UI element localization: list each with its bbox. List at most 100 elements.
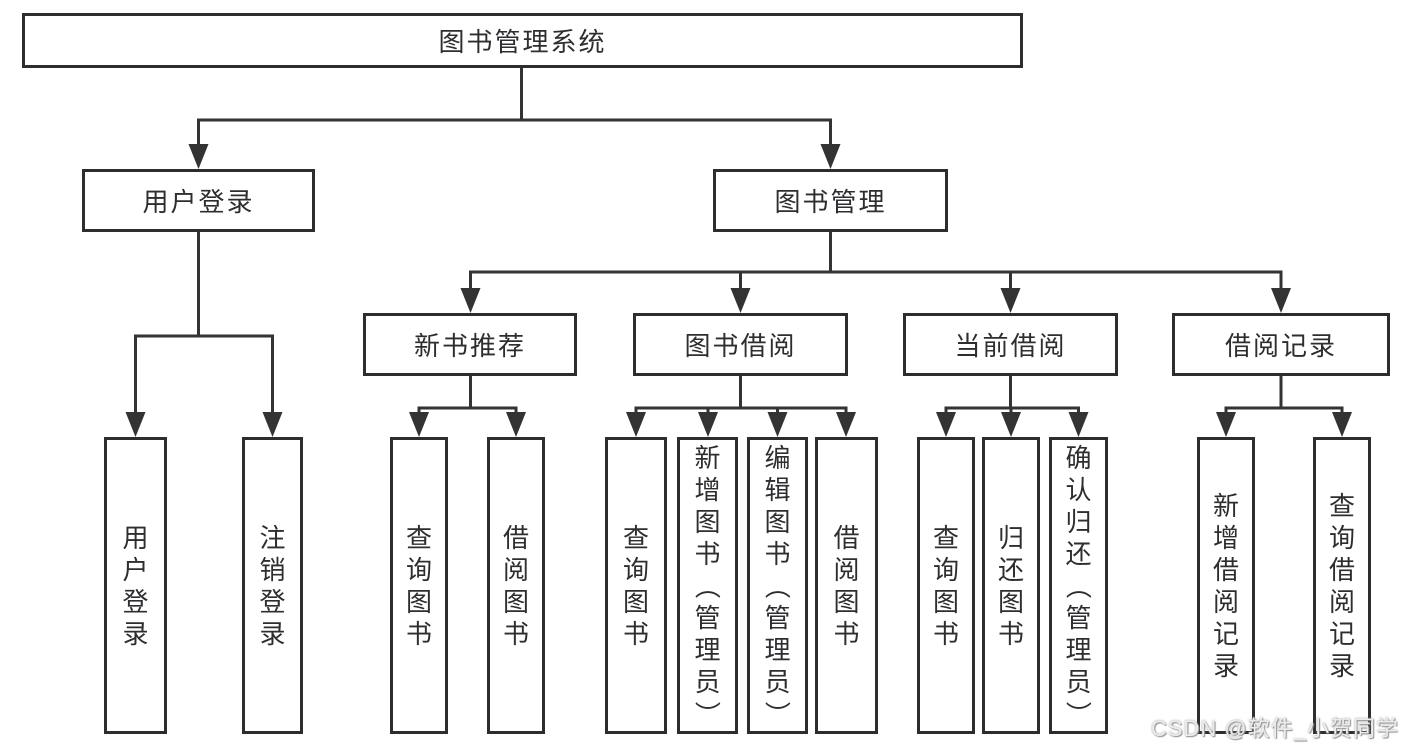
- node-borrowing-records-label: 借阅记录: [1224, 331, 1337, 361]
- leaf-add-books-admin: 新增图书（管理员）: [677, 437, 738, 734]
- leaf-label-char: （: [1063, 572, 1094, 599]
- leaf-label-char: 编: [764, 442, 791, 473]
- connector-arrowheads: [125, 144, 1352, 437]
- csdn-watermark: CSDN @软件_小贺同学: [1150, 716, 1399, 741]
- leaf-label-char: 还: [997, 554, 1024, 585]
- leaf-label-char: 借: [1328, 554, 1355, 585]
- leaf-query-books-current-label: 查询图书: [933, 522, 959, 650]
- leaf-label-char: 阅: [833, 554, 860, 585]
- leaf-label-char: 询: [1328, 522, 1355, 553]
- leaf-user-login-label: 用户登录: [122, 522, 148, 650]
- leaf-label-char: 书: [694, 538, 721, 569]
- leaf-label-char: 录: [1328, 650, 1355, 681]
- leaf-query-borrow-record: 查询借阅记录: [1313, 437, 1371, 734]
- leaf-logout: 注销登录: [242, 437, 303, 734]
- leaf-logout-label: 注销登录: [259, 522, 285, 650]
- node-book-borrowing: 图书借阅: [633, 313, 848, 376]
- leaf-return-books-label: 归还图书: [998, 522, 1024, 650]
- leaf-label-char: 书: [764, 538, 791, 569]
- leaf-label-char: 员: [1065, 666, 1092, 697]
- leaf-query-books-borrowing: 查询图书: [605, 437, 667, 734]
- leaf-return-books: 归还图书: [982, 437, 1040, 734]
- leaf-label-char: 阅: [502, 554, 529, 585]
- node-current-borrowing-label: 当前借阅: [954, 331, 1067, 361]
- leaf-label-char: 认: [1065, 474, 1092, 505]
- leaf-label-char: ）: [762, 700, 793, 727]
- leaf-label-char: 用: [122, 522, 149, 553]
- node-root-system: 图书管理系统: [22, 13, 1023, 68]
- leaf-label-char: 辑: [764, 474, 791, 505]
- leaf-label-char: 管: [694, 602, 721, 633]
- leaf-query-borrow-record-label: 查询借阅记录: [1329, 490, 1355, 682]
- leaf-edit-books-admin-label: 编辑图书（管理员）: [762, 442, 793, 730]
- leaf-borrow-books-borrowing-label: 借阅图书: [833, 522, 859, 650]
- leaf-query-books-recommend-label: 查询图书: [406, 522, 432, 650]
- leaf-label-char: 理: [694, 634, 721, 665]
- leaf-label-char: 借: [1212, 554, 1239, 585]
- leaf-label-char: 理: [1065, 634, 1092, 665]
- leaf-user-login: 用户登录: [104, 437, 167, 734]
- leaf-confirm-return-admin-label: 确认归还（管理员）: [1063, 442, 1094, 730]
- leaf-query-books-current: 查询图书: [917, 437, 975, 734]
- node-book-management: 图书管理: [713, 169, 948, 232]
- leaf-label-char: 借: [833, 522, 860, 553]
- leaf-borrow-books-borrowing: 借阅图书: [815, 437, 878, 734]
- leaf-label-char: 书: [502, 618, 529, 649]
- leaf-label-char: 增: [694, 474, 721, 505]
- leaf-add-borrow-record-label: 新增借阅记录: [1213, 490, 1239, 682]
- leaf-label-char: 书: [622, 618, 649, 649]
- leaf-label-char: 增: [1212, 522, 1239, 553]
- leaf-label-char: 登: [122, 586, 149, 617]
- leaf-label-char: 理: [764, 634, 791, 665]
- leaf-label-char: 查: [622, 522, 649, 553]
- node-book-management-label: 图书管理: [774, 187, 887, 217]
- node-user-login: 用户登录: [82, 169, 315, 232]
- leaf-label-char: 记: [1212, 618, 1239, 649]
- leaf-query-books-borrowing-label: 查询图书: [623, 522, 649, 650]
- leaf-label-char: 管: [764, 602, 791, 633]
- leaf-label-char: 还: [1065, 538, 1092, 569]
- leaf-label-char: 登: [259, 586, 286, 617]
- node-root-label: 图书管理系统: [438, 27, 607, 57]
- leaf-label-char: （: [692, 572, 723, 599]
- leaf-edit-books-admin: 编辑图书（管理员）: [747, 437, 808, 734]
- leaf-label-char: 户: [122, 554, 149, 585]
- leaf-label-char: 查: [405, 522, 432, 553]
- leaf-add-books-admin-label: 新增图书（管理员）: [692, 442, 723, 730]
- leaf-label-char: 询: [932, 554, 959, 585]
- leaf-label-char: 书: [405, 618, 432, 649]
- leaf-label-char: 询: [622, 554, 649, 585]
- leaf-label-char: 录: [1212, 650, 1239, 681]
- leaf-label-char: 图: [833, 586, 860, 617]
- leaf-label-char: 管: [1065, 602, 1092, 633]
- leaf-label-char: 图: [997, 586, 1024, 617]
- leaf-label-char: 图: [694, 506, 721, 537]
- leaf-label-char: 书: [833, 618, 860, 649]
- node-book-borrowing-label: 图书借阅: [684, 331, 797, 361]
- leaf-label-char: 注: [259, 522, 286, 553]
- leaf-label-char: 书: [997, 618, 1024, 649]
- leaf-borrow-books-recommend-label: 借阅图书: [503, 522, 529, 650]
- leaf-label-char: 录: [259, 618, 286, 649]
- leaf-confirm-return-admin: 确认归还（管理员）: [1049, 437, 1108, 734]
- leaf-label-char: ）: [1063, 700, 1094, 727]
- leaf-label-char: 员: [694, 666, 721, 697]
- leaf-label-char: 图: [502, 586, 529, 617]
- leaf-label-char: 借: [502, 522, 529, 553]
- leaf-label-char: 录: [122, 618, 149, 649]
- leaf-label-char: 图: [405, 586, 432, 617]
- leaf-label-char: 员: [764, 666, 791, 697]
- leaf-label-char: 书: [932, 618, 959, 649]
- leaf-label-char: 图: [622, 586, 649, 617]
- leaf-label-char: ）: [692, 700, 723, 727]
- leaf-label-char: 记: [1328, 618, 1355, 649]
- leaf-label-char: （: [762, 572, 793, 599]
- leaf-label-char: 阅: [1212, 586, 1239, 617]
- leaf-label-char: 归: [997, 522, 1024, 553]
- leaf-add-borrow-record: 新增借阅记录: [1197, 437, 1255, 734]
- leaf-label-char: 查: [1328, 490, 1355, 521]
- leaf-borrow-books-recommend: 借阅图书: [487, 437, 545, 734]
- leaf-label-char: 销: [259, 554, 286, 585]
